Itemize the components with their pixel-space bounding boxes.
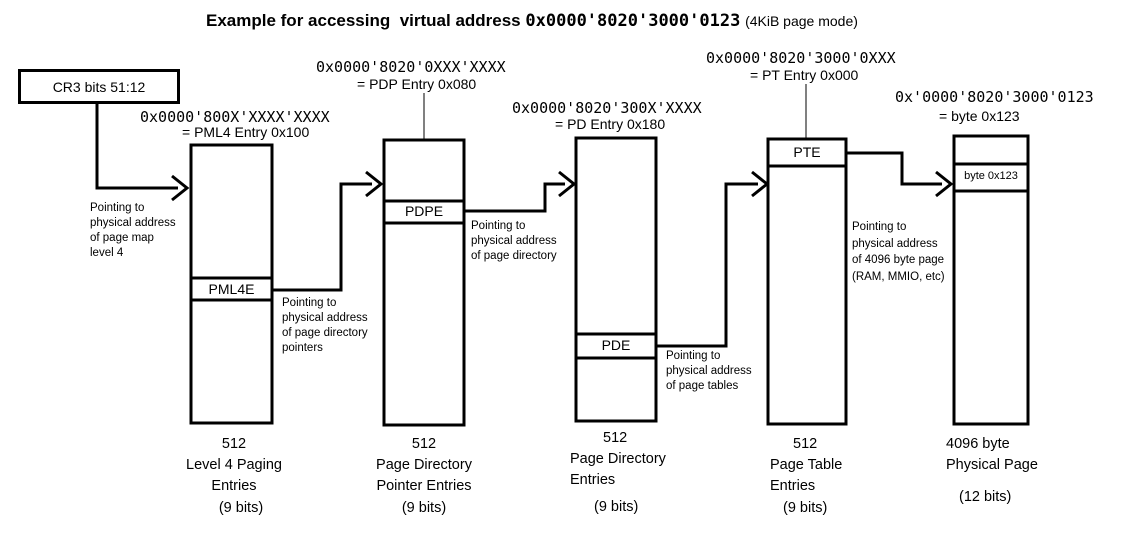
title-prefix: Example for accessing virtual address [206,11,521,30]
arrowhead-pte-to-page [935,170,954,198]
pt-name: Page Table Entries [770,457,843,494]
pdp-count: 512 [411,436,437,452]
pd-caption: 512 Page Directory Entries (9 bits) [558,428,680,518]
pdp-name: Page Directory Pointer Entries [376,457,472,494]
pd-name: Page Directory Entries [570,451,666,488]
pt-table [766,137,848,426]
pml4-entry-index: = PML4 Entry 0x100 [182,124,310,140]
arrowhead-pml4e-to-pdp [365,170,384,198]
pml4-bits: (9 bits) [218,500,264,516]
pdp-address-mask: 0x0000'8020'0XXX'XXXX [316,58,506,76]
title-address: 0x0000'8020'3000'0123 [525,11,741,31]
arrow-pde-to-pt [656,182,758,348]
pdpe-label: PDPE [404,203,444,219]
arrow-cr3-to-pml4 [95,102,178,190]
pd-bits: (9 bits) [594,499,639,515]
pdp-bits: (9 bits) [401,500,447,516]
page-count: 4096 byte [946,436,1010,452]
diagram-title: Example for accessing virtual address 0x… [206,11,858,31]
arrow-pdpe-to-pd [464,182,565,213]
note-cr3-pointer: Pointing to physical address of page map… [90,202,176,259]
pd-table [574,136,658,423]
note-pdpe-pointer: Pointing to physical address of page dir… [471,220,557,262]
pdp-table [382,138,466,427]
page-address-mask: 0x'0000'8020'3000'0123 [895,88,1094,106]
note-pte-pointer: Pointing to physical address of 4096 byt… [852,221,945,283]
pml4-caption: 512 Level 4 Paging Entries (9 bits) [170,434,298,519]
arrow-pte-to-page [846,151,942,186]
arrowhead-cr3-to-pml4 [171,174,190,202]
cr3-register-box: CR3 bits 51:12 [18,69,180,104]
pte-label: PTE [793,144,821,160]
pde-label: PDE [601,337,631,353]
page-caption: 4096 byte Physical Page (12 bits) [940,434,1040,508]
physical-page [952,134,1030,426]
title-mode: (4KiB page mode) [745,13,858,29]
pd-count: 512 [603,430,628,446]
note-pde-pointer: Pointing to physical address of page tab… [666,350,752,392]
pd-address-mask: 0x0000'8020'300X'XXXX [512,99,702,117]
pt-address-mask: 0x0000'8020'3000'0XXX [706,49,896,67]
pt-caption: 512 Page Table Entries (9 bits) [753,434,863,519]
pml4-address-mask: 0x0000'800X'XXXX'XXXX [140,108,330,126]
page-name: Physical Page [946,457,1038,473]
pdp-entry-index: = PDP Entry 0x080 [357,76,477,92]
page-bits: (12 bits) [959,489,1012,505]
pml4e-label: PML4E [208,281,255,297]
cr3-label: CR3 bits 51:12 [52,78,146,95]
pml4-name: Level 4 Paging Entries [186,457,282,494]
pd-entry-index: = PD Entry 0x180 [555,116,666,132]
pt-entry-index: = PT Entry 0x000 [750,67,859,83]
target-byte-label: byte 0x123 [964,170,1018,182]
note-pml4e-pointer: Pointing to physical address of page dir… [282,297,368,354]
pt-count: 512 [793,436,818,452]
pml4-count: 512 [221,436,247,452]
pml4-table [189,143,274,425]
page-byte-offset: = byte 0x123 [939,108,1020,124]
pdp-caption: 512 Page Directory Pointer Entries (9 bi… [361,434,487,519]
arrowhead-pdpe-to-pd [558,170,577,198]
arrow-pml4e-to-pdp [272,182,372,292]
pt-bits: (9 bits) [783,500,828,516]
